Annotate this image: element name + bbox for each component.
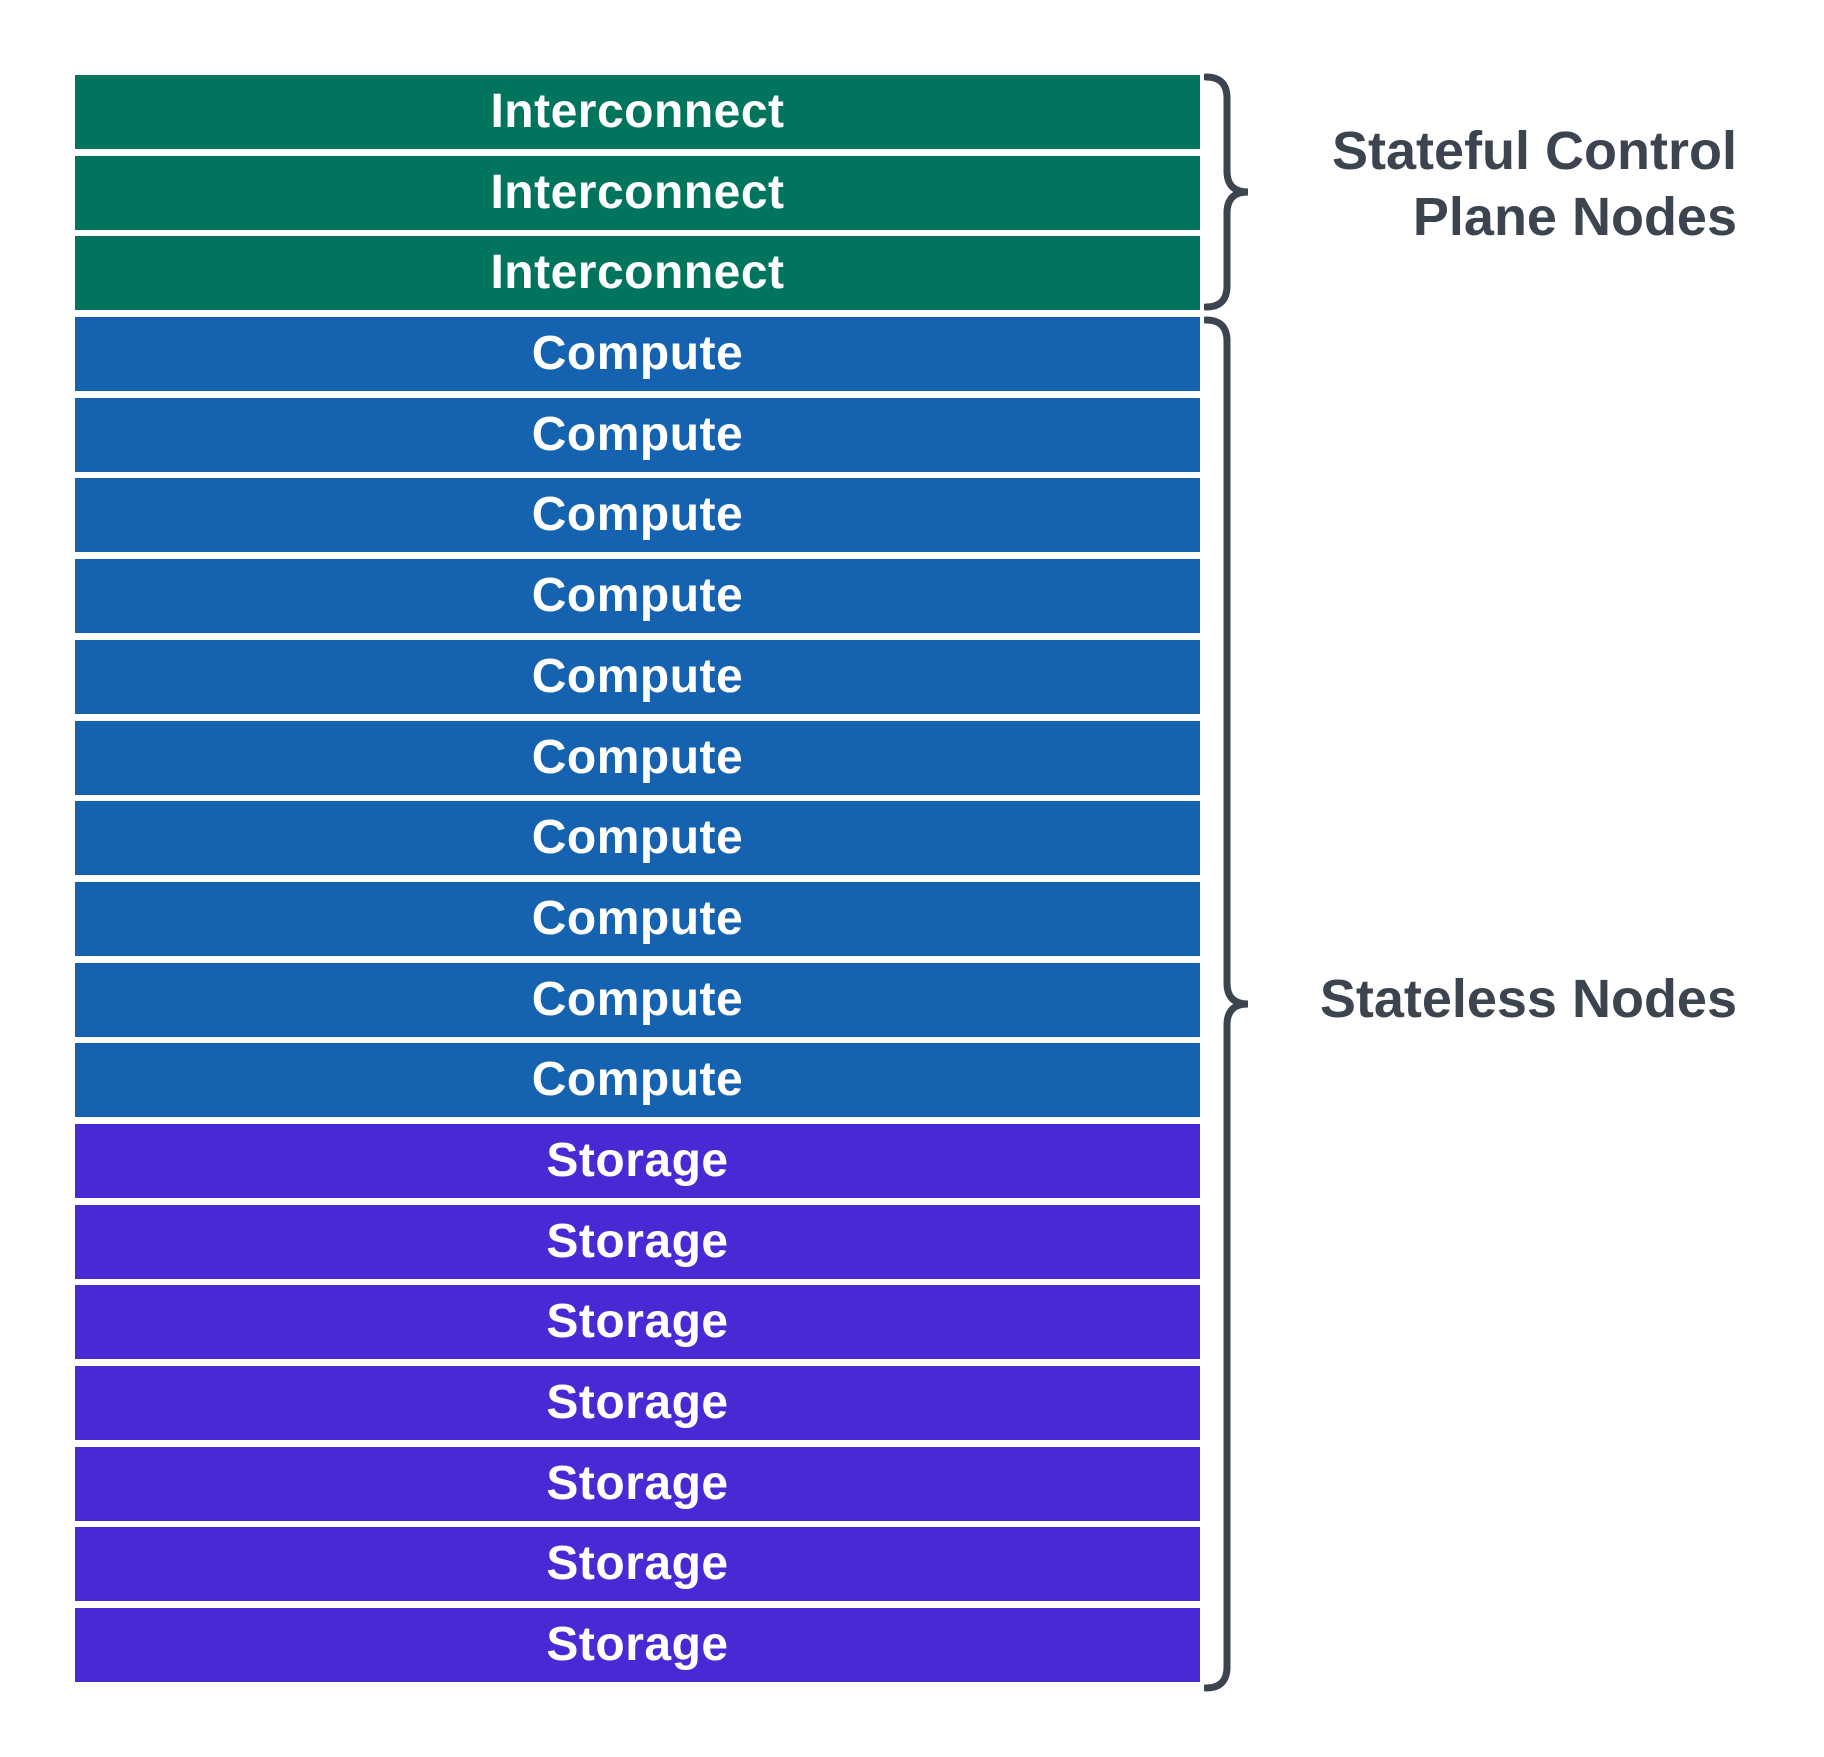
node-bar-compute: Compute: [75, 1043, 1200, 1118]
node-bar-compute: Compute: [75, 478, 1200, 553]
node-bar-compute: Compute: [75, 559, 1200, 634]
node-bar-label: Compute: [531, 569, 744, 623]
node-bar-storage: Storage: [75, 1285, 1200, 1360]
node-bar-label: Storage: [546, 1214, 729, 1268]
node-bar-compute: Compute: [75, 801, 1200, 876]
node-bar-interconnect: Interconnect: [75, 155, 1200, 230]
stateful-group-label-line1: Stateful Control: [1332, 121, 1737, 181]
node-bar-label: Storage: [546, 1295, 729, 1349]
node-bar-storage: Storage: [75, 1123, 1200, 1198]
node-bar-label: Interconnect: [490, 246, 785, 300]
node-bar-compute: Compute: [75, 317, 1200, 392]
node-bar-label: Compute: [531, 649, 744, 703]
node-bar-interconnect: Interconnect: [75, 236, 1200, 311]
node-bar-label: Compute: [531, 972, 744, 1026]
node-bar-label: Compute: [531, 730, 744, 784]
node-bar-label: Compute: [531, 407, 744, 461]
node-bar-compute: Compute: [75, 639, 1200, 714]
node-bar-label: Compute: [531, 891, 744, 945]
stateful-group-label: Stateful Control Plane Nodes: [1332, 118, 1737, 250]
node-bar-label: Storage: [546, 1618, 729, 1672]
node-bar-storage: Storage: [75, 1527, 1200, 1602]
node-bar-label: Compute: [531, 327, 744, 381]
stateless-brace: [1204, 316, 1249, 1692]
node-bar-storage: Storage: [75, 1366, 1200, 1440]
node-bar-storage: Storage: [75, 1608, 1200, 1683]
node-bar-compute: Compute: [75, 720, 1200, 795]
node-bar-label: Storage: [546, 1376, 729, 1429]
node-bar-compute: Compute: [75, 397, 1200, 472]
node-bar-label: Compute: [531, 488, 744, 542]
node-bar-storage: Storage: [75, 1446, 1200, 1521]
stateless-group-label: Stateless Nodes: [1319, 969, 1737, 1029]
node-bar-label: Storage: [546, 1537, 729, 1591]
node-bar-label: Interconnect: [490, 85, 785, 138]
node-bar-compute: Compute: [75, 881, 1200, 956]
stateful-group-label-line2: Plane Nodes: [1412, 187, 1737, 247]
node-bar-interconnect: Interconnect: [75, 75, 1200, 149]
stateful-brace: [1204, 73, 1249, 311]
node-bar-label: Compute: [531, 811, 744, 865]
node-bar-label: Compute: [531, 1053, 744, 1107]
node-bar-label: Storage: [546, 1456, 729, 1510]
node-bar-compute: Compute: [75, 962, 1200, 1037]
node-bar-label: Storage: [546, 1133, 729, 1187]
node-bar-label: Interconnect: [490, 165, 785, 219]
node-bar-storage: Storage: [75, 1204, 1200, 1279]
